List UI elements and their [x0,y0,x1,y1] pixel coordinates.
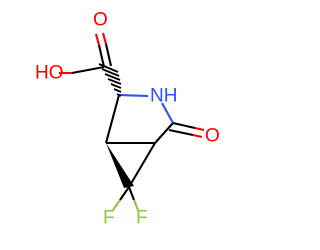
atom-label-hydroxyl: HO [35,63,64,84]
hashed-bond-c2-carboxyl [98,63,122,97]
bond-ring-c5-c4 [154,122,174,144]
molecule-structure: HO O NH O F F [35,10,220,229]
bond-carbonyl-upper-b [104,43,113,67]
bond-c6-f-right-green [133,199,139,211]
bond-c6-f-right [128,186,135,201]
bond-lactam-carbonyl-b-red [192,133,203,139]
bond-cyclopropane-c5-c6 [128,142,156,188]
bond-carbonyl-upper-a-red [94,33,101,46]
bond-ring-n3-c2 [118,93,149,98]
bond-carbonyl-upper-a [97,44,106,68]
atom-label-fluorine-left: F [103,208,115,229]
bond-carbonyl-upper-b-red [101,32,108,45]
bond-lactam-carbonyl-a [172,121,196,130]
bond-ring-c4-n3 [161,102,174,124]
wedge-bond-c1-c6 [106,143,134,188]
atom-label-lactam-oxygen: O [205,126,220,147]
atom-label-amine: NH [150,86,177,107]
bond-c6-f-left-green [112,199,121,211]
bond-ring-c2-c1 [104,94,121,144]
bond-c6-f-left [119,186,130,201]
bond-lactam-carbonyl-a-red [194,126,205,132]
bond-carboxyl-c-oh [71,65,105,75]
atom-label-fluorine-right: F [136,208,148,229]
bond-lactam-carbonyl-b [168,128,194,137]
atom-label-carbonyl-oxygen: O [93,10,108,31]
